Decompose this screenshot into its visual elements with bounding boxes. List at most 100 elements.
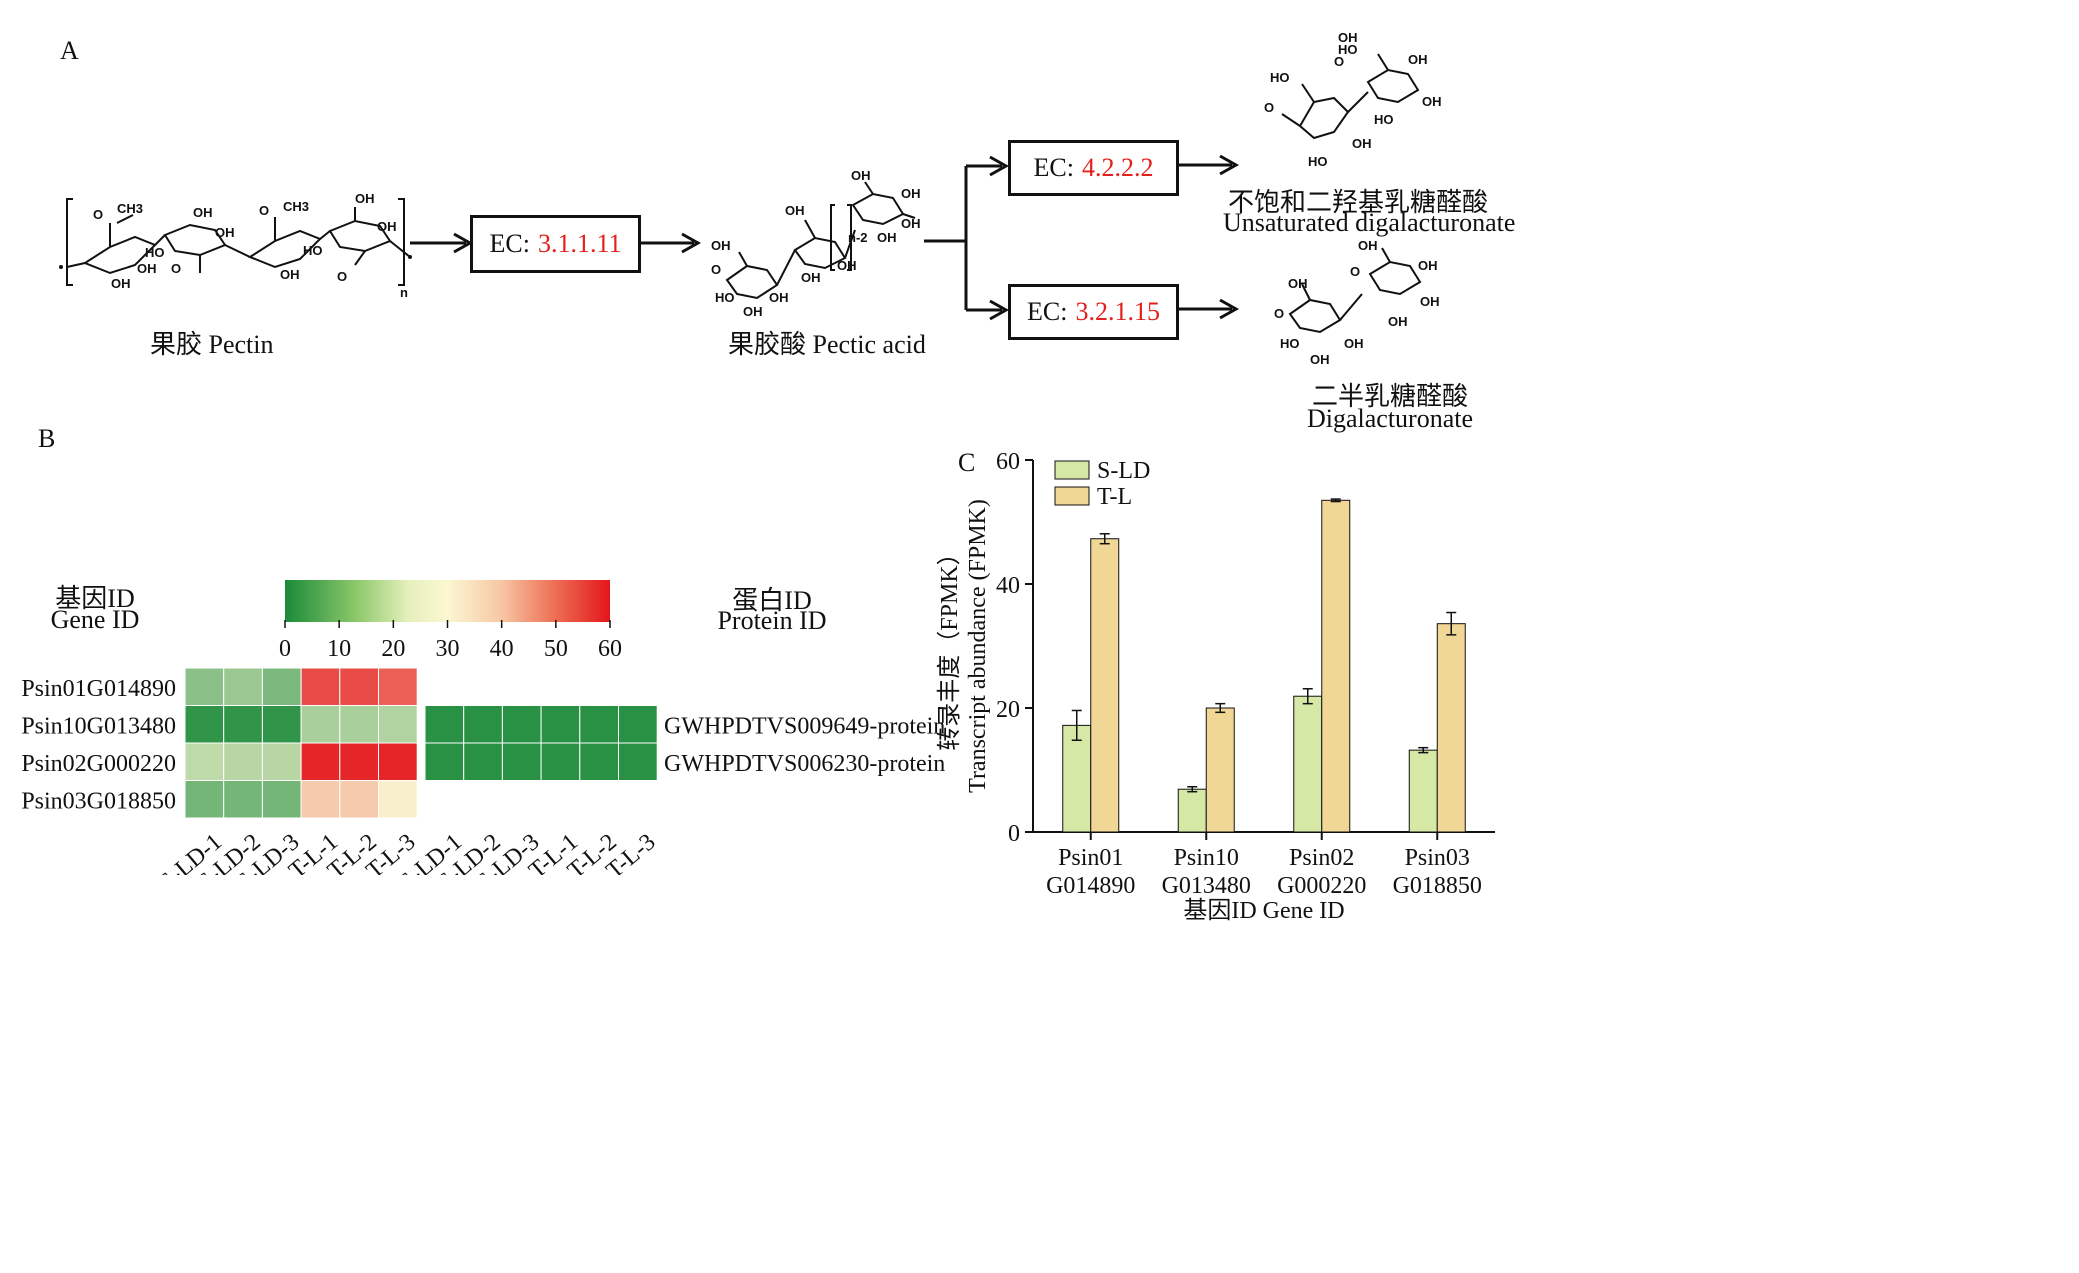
- svg-text:OH: OH: [1338, 30, 1358, 45]
- enzyme-box-ec-4-2-2-2: EC:4.2.2.2: [1008, 140, 1179, 196]
- svg-text:O: O: [1334, 54, 1344, 69]
- svg-text:OH: OH: [901, 216, 921, 231]
- x-tick-label: Psin03: [1405, 845, 1470, 871]
- svg-text:OH: OH: [1420, 294, 1440, 309]
- svg-text:HO: HO: [1374, 112, 1394, 127]
- bar-t-l: [1436, 623, 1466, 833]
- panel-a-letter: A: [60, 36, 79, 65]
- product2-en-label: Digalacturonate: [1306, 404, 1474, 433]
- svg-text:O: O: [1264, 100, 1274, 115]
- x-tick-label: Psin02: [1289, 845, 1354, 871]
- y-tick-label: 20: [996, 697, 1020, 723]
- x-axis-title: 基因ID Gene ID: [1183, 897, 1344, 924]
- svg-text:OH: OH: [711, 238, 731, 253]
- arrow-icon: [638, 232, 701, 254]
- svg-text:OH: OH: [377, 219, 397, 234]
- arrow-icon: [1176, 298, 1240, 320]
- enzyme-box-ec-3-2-1-15: EC:3.2.1.15: [1008, 284, 1179, 340]
- heatmap-cell: [261, 780, 302, 819]
- svg-text:OH: OH: [785, 203, 805, 218]
- svg-text:OH: OH: [137, 261, 157, 276]
- heatmap-cell: [300, 780, 341, 819]
- heatmap-cell: [184, 780, 225, 819]
- svg-text:OH: OH: [801, 270, 821, 285]
- enzyme-box-ec-3-1-1-11: EC:3.1.1.11: [470, 215, 641, 273]
- svg-text:OH: OH: [743, 304, 763, 319]
- heatmap-cell: [579, 705, 619, 744]
- x-tick-label: Psin10: [1174, 845, 1239, 871]
- product1-en-label: Unsaturated digalacturonate: [1223, 208, 1516, 237]
- heatmap-cell: [223, 742, 263, 781]
- heatmap-cell: [223, 705, 263, 744]
- svg-text:OH: OH: [1288, 276, 1308, 291]
- unsaturated-digalacturonate-structure: HO O HO O OH OH OH HO OH HO: [1264, 30, 1442, 169]
- color-scale-tick-label: 60: [598, 636, 622, 662]
- x-tick-label: G013480: [1162, 873, 1251, 899]
- legend-swatch-t-l: [1054, 486, 1090, 506]
- svg-text:OH: OH: [1358, 238, 1378, 253]
- branch-arrows: [924, 155, 1010, 321]
- heatmap-cell: [300, 667, 341, 706]
- heatmap-cell: [618, 705, 658, 744]
- panel-b-letter: B: [38, 424, 56, 453]
- bar-s-ld: [1408, 749, 1438, 833]
- legend-swatch-s-ld: [1054, 460, 1090, 480]
- color-scale-tick-label: 20: [381, 636, 405, 662]
- svg-text:OH: OH: [1422, 94, 1442, 109]
- heatmap-cell: [184, 667, 225, 706]
- svg-text:OH: OH: [280, 267, 300, 282]
- heatmap-cell: [618, 742, 658, 781]
- bar-s-ld: [1293, 695, 1323, 833]
- heatmap-cell: [339, 705, 379, 744]
- pectin-structure: O CH3 OH OH HO OH OH O O CH3 OH HO OH OH…: [59, 191, 412, 300]
- heatmap-cell: [378, 742, 418, 781]
- heatmap-cell: [300, 742, 341, 781]
- legend-label: T-L: [1097, 484, 1132, 510]
- heatmap-color-scale: [285, 580, 610, 622]
- gene-id-label: Psin01G014890: [21, 676, 176, 702]
- protein-id-label: GWHPDTVS006230-protein: [664, 751, 945, 777]
- svg-text:OH: OH: [769, 290, 789, 305]
- arrow-icon: [410, 232, 473, 254]
- svg-text:OH: OH: [355, 191, 375, 206]
- heatmap-cell: [184, 742, 225, 781]
- gene-id-label: Psin10G013480: [21, 713, 176, 739]
- color-scale-tick-label: 0: [279, 636, 291, 662]
- heatmap-cell: [300, 705, 341, 744]
- gene-id-label: Psin03G018850: [21, 788, 176, 814]
- svg-text:HO: HO: [1270, 70, 1290, 85]
- svg-text:OH: OH: [1344, 336, 1364, 351]
- bar-t-l: [1205, 707, 1235, 833]
- color-scale-tick-label: 30: [436, 636, 460, 662]
- gene-id-header-en: Gene ID: [50, 605, 140, 634]
- svg-text:OH: OH: [1418, 258, 1438, 273]
- svg-text:HO: HO: [1308, 154, 1328, 169]
- legend-label: S-LD: [1097, 458, 1150, 484]
- bar-t-l: [1090, 538, 1120, 833]
- x-tick-label: G018850: [1393, 873, 1482, 899]
- heatmap-cell: [424, 705, 465, 744]
- svg-text:OH: OH: [193, 205, 213, 220]
- svg-text:OH: OH: [851, 170, 871, 183]
- color-scale-tick-label: 50: [544, 636, 568, 662]
- svg-text:OH: OH: [877, 230, 897, 245]
- product1-cn-label: 不饱和二羟基乳糖醛酸: [1228, 188, 1489, 217]
- heatmap-cell: [501, 705, 542, 744]
- heatmap-cell: [463, 705, 503, 744]
- svg-text:CH3: CH3: [283, 199, 309, 214]
- arrow-icon: [1176, 154, 1240, 176]
- svg-text:OH: OH: [1408, 52, 1428, 67]
- x-tick-label: G000220: [1277, 873, 1366, 899]
- heatmap-cell: [261, 742, 302, 781]
- y-axis-title-en: Transcript abundance (FPMK): [965, 499, 991, 793]
- heatmap-cell: [223, 667, 263, 706]
- heatmap-cell: [261, 667, 302, 706]
- svg-text:HO: HO: [1280, 336, 1300, 351]
- product2-cn-label: 二半乳糖醛酸: [1311, 382, 1468, 411]
- gene-id-label: Psin02G000220: [21, 751, 176, 777]
- svg-text:OH: OH: [1352, 136, 1372, 151]
- bar-s-ld: [1062, 724, 1092, 833]
- heatmap-cell: [540, 705, 581, 744]
- svg-text:O: O: [1274, 306, 1284, 321]
